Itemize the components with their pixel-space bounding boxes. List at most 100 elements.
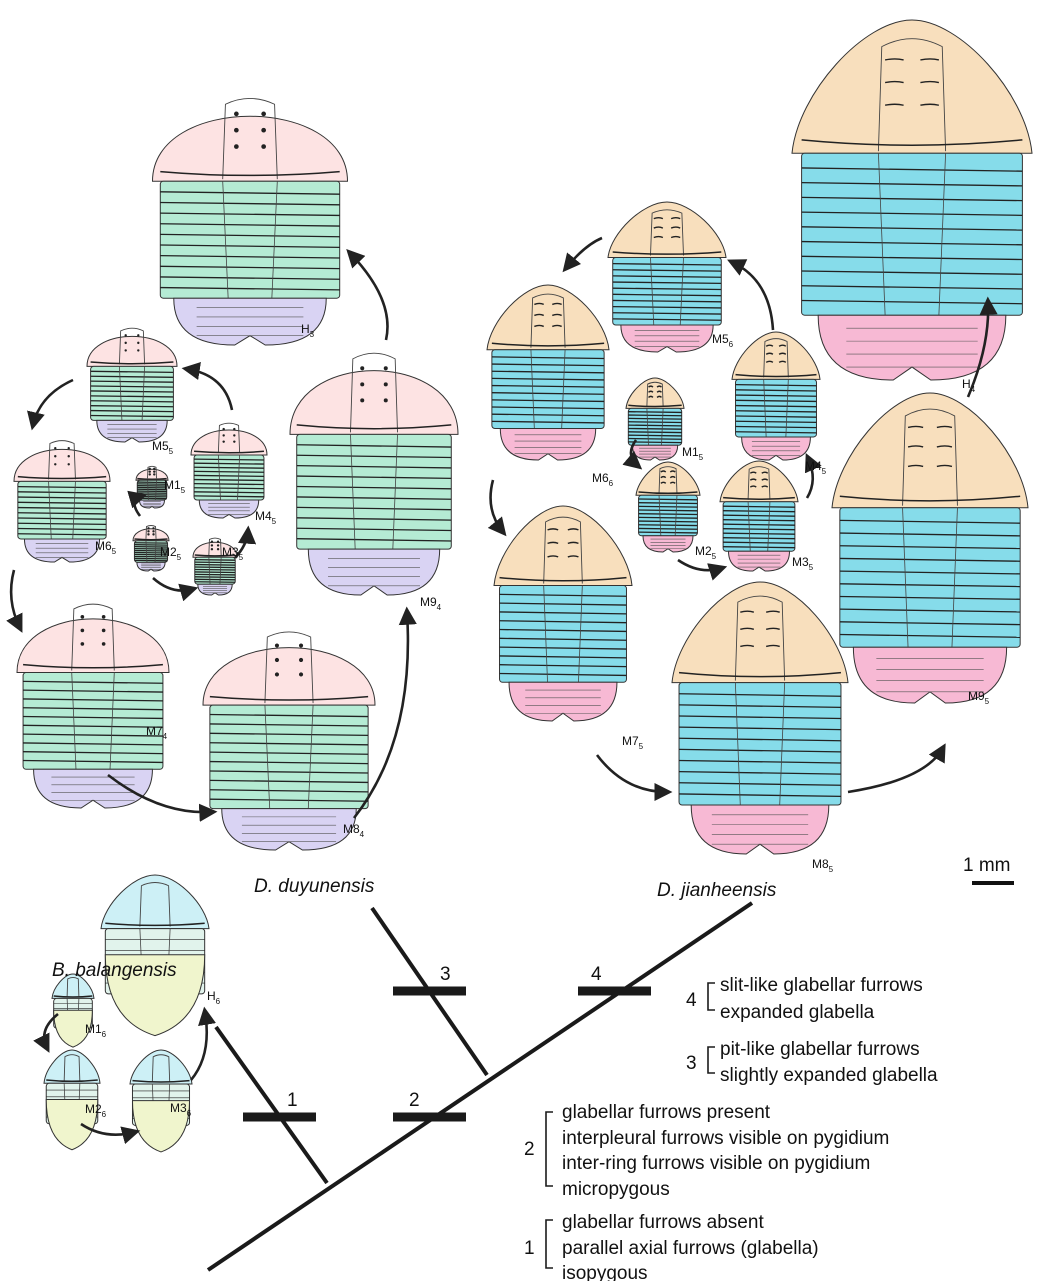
glabellar-pit xyxy=(137,349,139,351)
thoracic-segment-line xyxy=(194,492,264,493)
thoracic-segment-line xyxy=(195,569,235,570)
stage-label-jia-9: M85 xyxy=(812,857,834,874)
node-label-2: 2 xyxy=(409,1090,420,1111)
glabellar-pit xyxy=(234,144,239,149)
glabellar-pit xyxy=(68,447,70,449)
thoracic-segment-line xyxy=(639,514,698,515)
glabellar-pit xyxy=(211,540,213,542)
thoracic-segment-line xyxy=(194,488,264,489)
glabellar-pit xyxy=(81,629,85,633)
thorax xyxy=(492,350,604,429)
growth-arrow-14 xyxy=(732,262,773,330)
pygidium xyxy=(198,584,232,595)
glabellar-pit xyxy=(234,112,239,117)
glabellar-pit xyxy=(261,112,266,117)
char-1-line-2: parallel axial furrows (glabella) xyxy=(562,1238,819,1259)
jia-H4 xyxy=(792,20,1032,380)
thorax xyxy=(297,434,452,549)
jia-M9 xyxy=(832,393,1028,703)
glabellar-pit xyxy=(54,455,56,457)
cephalon xyxy=(14,449,110,481)
bal-M2 xyxy=(44,1050,100,1150)
glabellar-pit xyxy=(233,440,235,442)
glabellar-pit xyxy=(152,533,154,535)
pygidium xyxy=(643,536,693,552)
glabellar-pit xyxy=(217,544,219,546)
stage-label-duy-3: M45 xyxy=(255,509,277,526)
thoracic-segment-line xyxy=(195,574,235,575)
stage-label-duy-4: M65 xyxy=(95,539,117,556)
glabellar-pit xyxy=(275,658,279,662)
thoracic-segment-line xyxy=(628,425,681,426)
growth-arrow-9 xyxy=(566,238,602,268)
thoracic-segment-line xyxy=(628,428,681,429)
pygidium xyxy=(222,809,357,850)
pygidium xyxy=(24,539,99,562)
glabellar-pit xyxy=(299,658,303,662)
thoracic-segment-line xyxy=(628,412,681,413)
pygidium xyxy=(137,562,165,571)
glabellar-pit xyxy=(153,473,155,475)
glabellar-pit xyxy=(102,629,106,633)
species-name-jianheensis: D. jianheensis xyxy=(657,880,777,901)
char-num-4: 4 xyxy=(686,990,697,1011)
thoracic-segment-line xyxy=(194,467,264,468)
glabellar-pit xyxy=(68,455,70,457)
duy-M4 xyxy=(191,423,267,518)
stage-label-duy-1: M55 xyxy=(152,439,174,456)
pygidium xyxy=(199,500,258,518)
growth-arrow-1 xyxy=(11,570,20,628)
thoracic-segment-line xyxy=(194,459,264,460)
thorax xyxy=(160,181,339,298)
glabellar-pit xyxy=(147,530,149,532)
glabellar-pit xyxy=(299,643,303,647)
thorax xyxy=(840,508,1020,648)
thoracic-segment-line xyxy=(628,442,681,443)
jia-M7 xyxy=(494,506,632,721)
glabellar-pit xyxy=(222,428,224,430)
thoracic-segment-line xyxy=(195,577,235,578)
duy-M9 xyxy=(290,353,458,595)
stage-label-bal-0: H6 xyxy=(207,989,221,1006)
glabellar-pit xyxy=(211,544,213,546)
node-label-3: 3 xyxy=(440,964,451,985)
glabellar-pit xyxy=(147,533,149,535)
node-label-1: 1 xyxy=(287,1090,298,1111)
thoracic-segment-line xyxy=(195,572,235,573)
char-num-1: 1 xyxy=(524,1238,535,1259)
duy-M8 xyxy=(203,632,375,850)
thoracic-segment-line xyxy=(195,560,235,561)
thoracic-segment-line xyxy=(194,475,264,476)
thorax xyxy=(18,481,106,539)
glabellar-pit xyxy=(137,342,139,344)
cephalon xyxy=(101,875,209,929)
cephalon xyxy=(487,285,609,350)
stage-label-duy-2: M15 xyxy=(164,478,186,495)
pygidium xyxy=(742,437,811,460)
bracket-2 xyxy=(546,1112,553,1186)
growth-arrow-10 xyxy=(491,480,503,532)
glabellar-pit xyxy=(275,672,279,676)
growth-arrow-4 xyxy=(350,253,388,340)
thorax xyxy=(802,153,1023,315)
stage-label-jia-2: M15 xyxy=(682,445,704,462)
thoracic-segment-line xyxy=(639,532,698,533)
glabellar-pit xyxy=(81,615,85,619)
cephalon xyxy=(494,506,632,586)
stage-label-jia-0: M56 xyxy=(712,332,734,349)
glabellar-pit xyxy=(233,434,235,436)
glabellar-pit xyxy=(222,434,224,436)
thorax xyxy=(210,705,368,809)
glabellar-pit xyxy=(217,540,219,542)
stage-label-jia-5: M25 xyxy=(695,544,717,561)
thoracic-segment-line xyxy=(639,499,698,500)
glabellar-pit xyxy=(275,643,279,647)
bracket-4 xyxy=(708,983,715,1010)
glabellar-pit xyxy=(211,548,213,550)
glabellar-pit xyxy=(81,642,85,646)
glabellar-pit xyxy=(217,548,219,550)
cephalon xyxy=(290,371,458,435)
char-num-3: 3 xyxy=(686,1053,697,1074)
species-name-duyunensis: D. duyunensis xyxy=(254,876,375,897)
